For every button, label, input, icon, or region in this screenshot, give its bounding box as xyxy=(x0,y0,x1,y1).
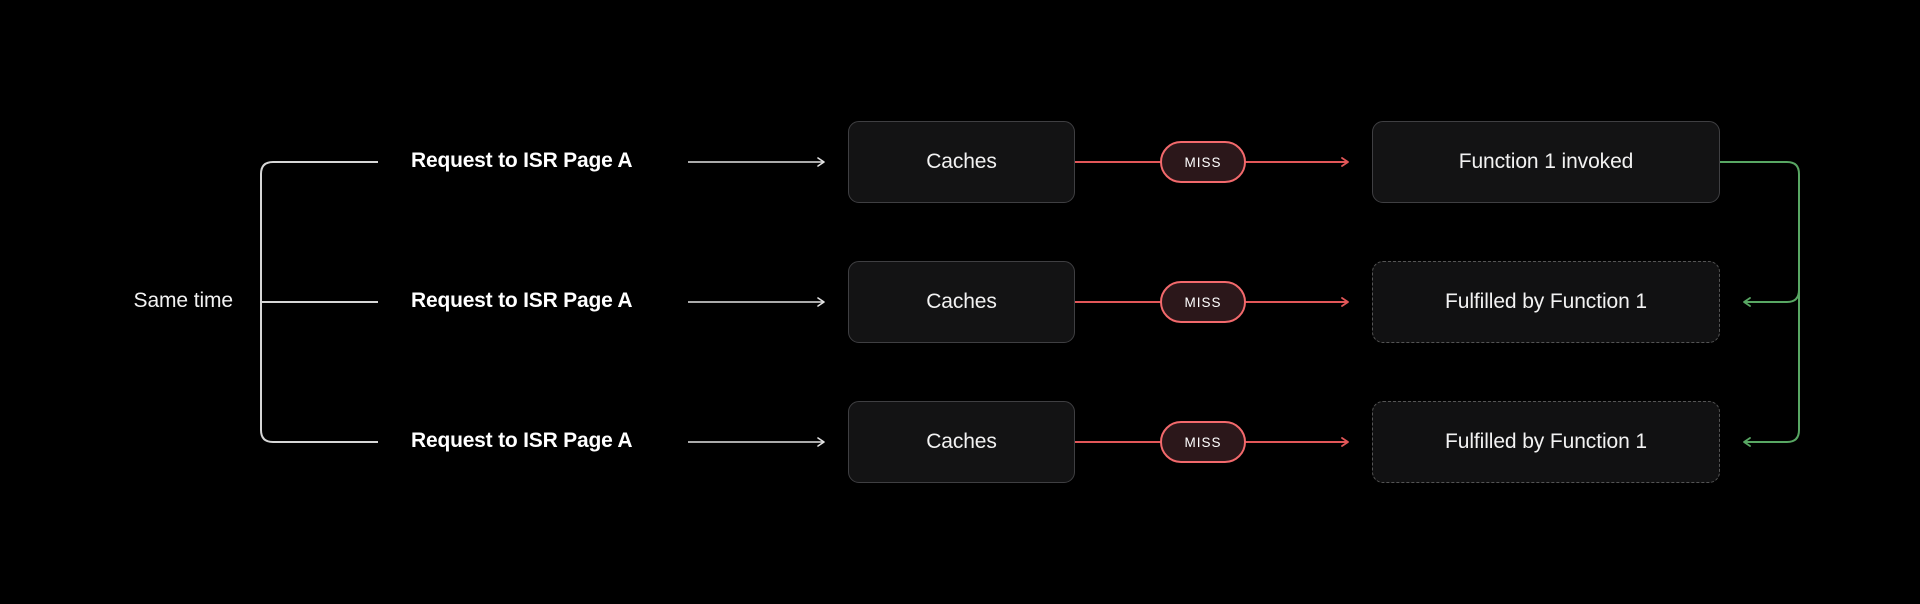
request-label-row1: Request to ISR Page A xyxy=(411,149,633,173)
same-time-bracket xyxy=(260,161,378,443)
fulfilled-box-label: Fulfilled by Function 1 xyxy=(1445,430,1647,453)
miss-badge-label: MISS xyxy=(1184,434,1222,450)
function-return-line xyxy=(1720,161,1800,447)
function-invoked-box: Function 1 invoked xyxy=(1372,121,1720,203)
fulfilled-box-row3: Fulfilled by Function 1 xyxy=(1372,401,1720,483)
miss-badge-row2: MISS xyxy=(1160,281,1246,323)
miss-badge-row1: MISS xyxy=(1160,141,1246,183)
request-label-row3: Request to ISR Page A xyxy=(411,429,633,453)
fulfilled-box-row2: Fulfilled by Function 1 xyxy=(1372,261,1720,343)
caches-box-row3: Caches xyxy=(848,401,1075,483)
miss-badge-row3: MISS xyxy=(1160,421,1246,463)
function-invoked-label: Function 1 invoked xyxy=(1458,150,1634,173)
caches-box-label: Caches xyxy=(926,430,997,453)
miss-badge-label: MISS xyxy=(1184,154,1222,170)
miss-badge-label: MISS xyxy=(1184,294,1222,310)
caches-box-label: Caches xyxy=(926,150,997,173)
caches-box-row2: Caches xyxy=(848,261,1075,343)
fulfilled-box-label: Fulfilled by Function 1 xyxy=(1445,290,1647,313)
same-time-label: Same time xyxy=(133,289,234,313)
function-return-branch-row2 xyxy=(1743,289,1800,307)
caches-box-row1: Caches xyxy=(848,121,1075,203)
request-label-row2: Request to ISR Page A xyxy=(411,289,633,313)
caches-box-label: Caches xyxy=(926,290,997,313)
